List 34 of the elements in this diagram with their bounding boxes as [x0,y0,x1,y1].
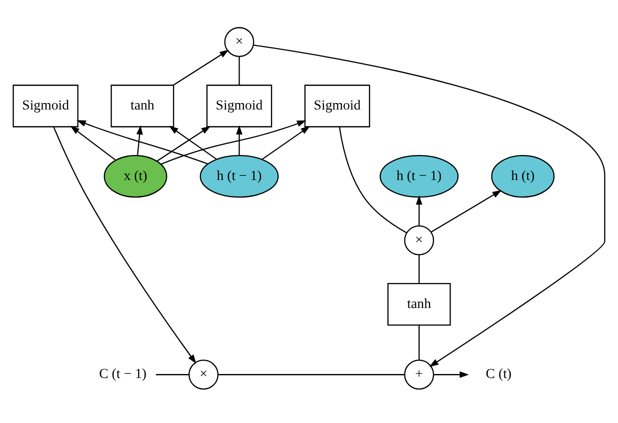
node-box: Sigmoid [12,84,78,128]
node-box: Sigmoid [304,84,370,128]
arrow [136,125,143,156]
connector [156,374,189,376]
connector [218,374,405,376]
connector [418,325,420,360]
arrow [168,126,217,160]
connector [238,56,240,85]
connector [338,126,407,234]
arrow [434,371,469,378]
node-circle: × [404,225,434,256]
node-circle: × [188,360,218,390]
node-text: C (t) [486,366,512,382]
arrow [430,190,502,233]
connector [418,254,420,284]
arrow [70,126,116,161]
node-text: C (t − 1) [99,366,146,382]
arrow [160,120,306,165]
node-box: tanh [387,282,451,326]
node-ellipse: h (t − 1) [380,155,459,198]
node-box: Sigmoid [206,84,272,128]
node-circle: + [404,360,434,390]
arrow [254,44,606,367]
node-ellipse: x (t) [104,155,168,198]
arrow [53,126,196,364]
arrow [76,120,208,164]
arrow [416,195,422,226]
node-circle: × [224,27,254,58]
arrow [262,126,310,160]
node-ellipse: h (t − 1) [200,155,279,198]
arrow [156,126,211,162]
node-box: tanh [110,84,174,128]
arrow [173,50,229,86]
arrow [236,125,242,156]
